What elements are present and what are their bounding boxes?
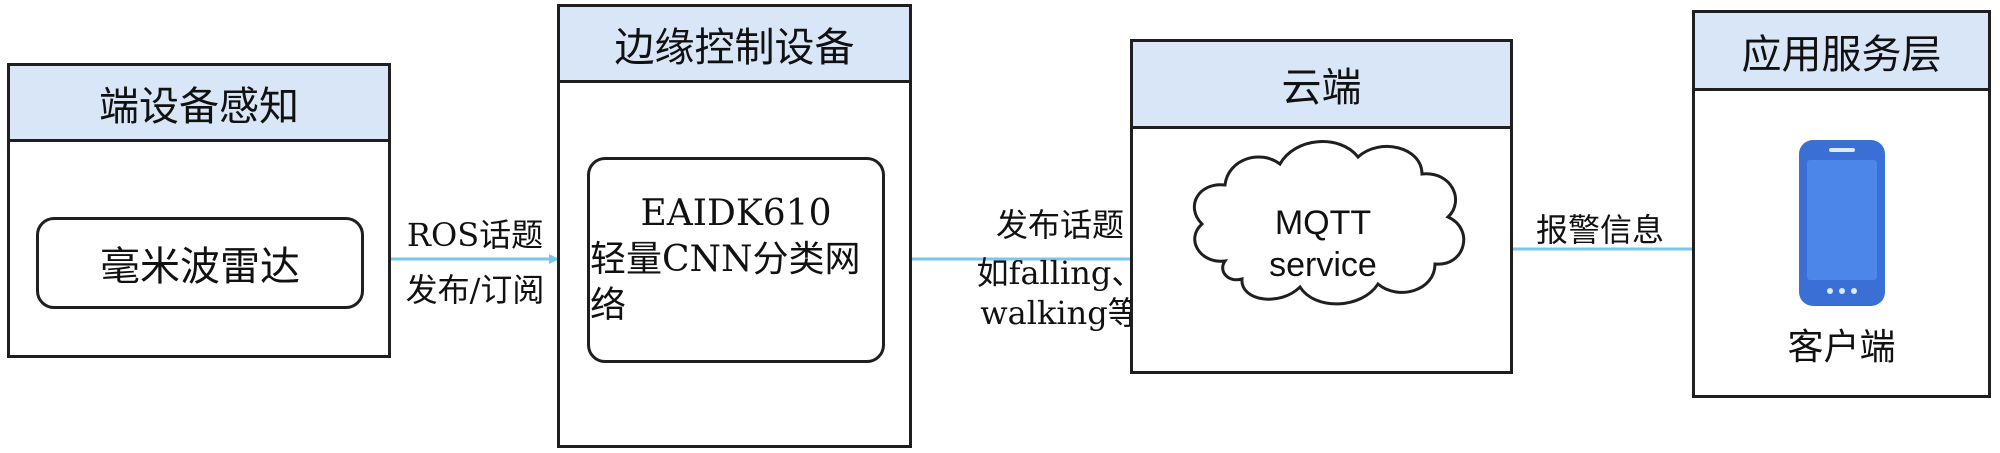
mqtt-label: MQTT [1274, 204, 1372, 242]
publish-example-label: 如falling、 walking等 [930, 253, 1190, 333]
ros-pubsub-label: 发布/订阅 [395, 265, 555, 311]
alarm-info-text: 报警信息 [1535, 211, 1664, 249]
eaidk-model-label: EAIDK610 [640, 193, 832, 234]
edge-control-panel: 边缘控制设备 EAIDK610 轻量CNN分类网络 [557, 4, 912, 448]
client-label: 客户端 [1787, 327, 1896, 368]
ros-topic-text: ROS话题 [406, 216, 544, 254]
cnn-network-label: 轻量CNN分类网络 [590, 239, 861, 326]
app-service-title: 应用服务层 [1695, 13, 1988, 91]
cloud-panel: 云端 MQTT service [1130, 39, 1513, 374]
alarm-info-label: 报警信息 [1500, 205, 1700, 251]
smartphone-icon [1799, 140, 1885, 306]
ros-topic-label: ROS话题 [400, 210, 550, 256]
app-service-panel: 应用服务层 客户端 [1692, 10, 1991, 398]
device-perception-title: 端设备感知 [10, 66, 388, 142]
device-perception-panel: 端设备感知 毫米波雷达 [7, 63, 391, 358]
falling-example-text: 如falling、 [976, 254, 1144, 292]
mmwave-radar-label: 毫米波雷达 [100, 244, 300, 290]
walking-example-text: walking等 [980, 294, 1140, 332]
mmwave-radar-box: 毫米波雷达 [36, 217, 364, 309]
cloud-shape-icon [1192, 140, 1466, 306]
publish-topic-text: 发布话题 [995, 206, 1124, 244]
service-label: service [1269, 246, 1377, 284]
edge-control-title: 边缘控制设备 [560, 7, 909, 83]
cloud-title: 云端 [1133, 42, 1510, 129]
eaidk-box: EAIDK610 轻量CNN分类网络 [587, 157, 885, 363]
publish-topic-label: 发布话题 [930, 200, 1190, 246]
ros-pubsub-text: 发布/订阅 [405, 271, 545, 309]
mqtt-service-text: MQTT service [1213, 202, 1433, 286]
